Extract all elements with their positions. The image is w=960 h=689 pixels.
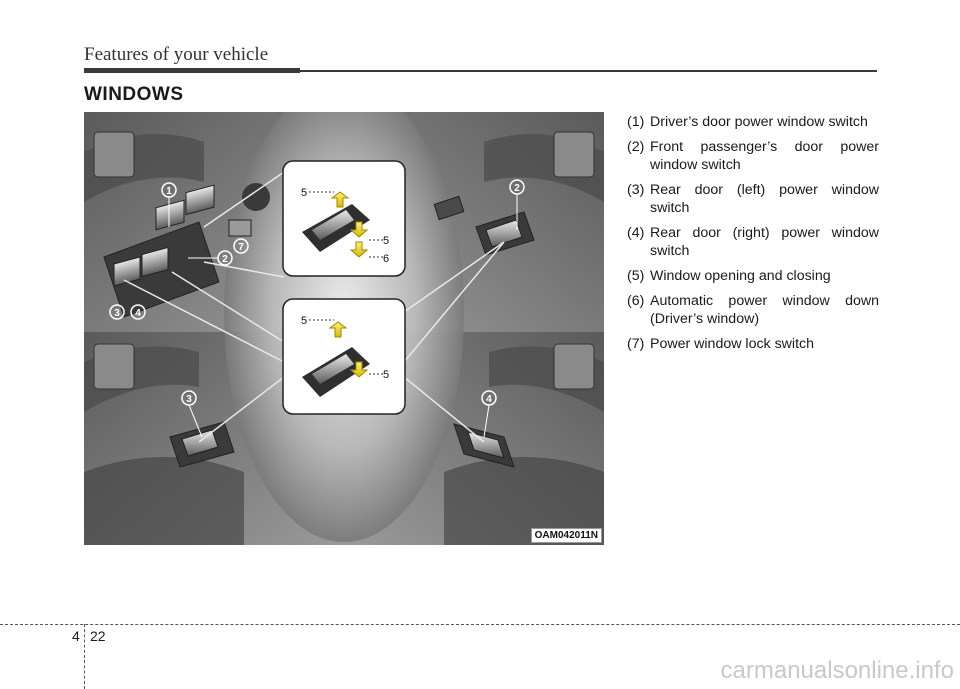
door-panels-drawing: 1 2 7 2 3 4 3 4 5 5 6 5 5	[84, 112, 604, 545]
legend-item: (3) Rear door (left) power window switch	[627, 181, 879, 217]
zoom-label-5b: 5	[383, 235, 389, 247]
legend-num: (3)	[627, 182, 645, 198]
zoom-label-5d: 5	[383, 369, 389, 381]
legend-item: (7) Power window lock switch	[627, 335, 879, 353]
driver-switch-cluster	[103, 183, 270, 318]
legend-text: Automatic power window down (Driver’s wi…	[650, 293, 879, 327]
legend-item: (6) Automatic power window down (Driver’s…	[627, 292, 879, 328]
legend-list: (1) Driver’s door power window switch (2)…	[627, 113, 879, 360]
footer-rule	[0, 624, 960, 625]
legend-text: Front passenger’s door power window swit…	[650, 139, 879, 173]
legend-text: Power window lock switch	[650, 336, 815, 352]
chapter-number: 4	[72, 628, 80, 644]
legend-item: (5) Window opening and closing	[627, 267, 879, 285]
legend-text: Window opening and closing	[650, 268, 831, 284]
legend-text: Rear door (left) power window switch	[650, 182, 879, 216]
callout-3-driver: 3	[114, 308, 120, 319]
callout-2-passenger: 2	[514, 183, 520, 194]
legend-num: (5)	[627, 268, 645, 284]
watermark: carmanualsonline.info	[720, 657, 954, 684]
legend-num: (7)	[627, 336, 645, 352]
legend-text: Driver’s door power window switch	[650, 114, 868, 130]
legend-num: (4)	[627, 225, 645, 241]
page-header-title: Features of your vehicle	[84, 44, 269, 65]
legend-item: (1) Driver’s door power window switch	[627, 113, 879, 131]
legend-num: (2)	[627, 139, 645, 155]
passenger-switch	[433, 195, 535, 256]
zoom-box-driver	[282, 160, 406, 277]
legend-num: (6)	[627, 293, 645, 309]
callout-3-rear: 3	[186, 394, 192, 405]
window-switch-illustration: 1 2 7 2 3 4 3 4 5 5 6 5 5 OAM042011N	[84, 112, 604, 545]
callout-4-rear: 4	[486, 394, 492, 405]
legend-text: Rear door (right) power window switch	[650, 225, 879, 259]
page-number: 22	[90, 628, 106, 644]
figure-code: OAM042011N	[530, 528, 602, 543]
legend-num: (1)	[627, 114, 645, 130]
callout-2-driver: 2	[222, 254, 228, 265]
zoom-label-5a: 5	[301, 187, 307, 199]
callout-7: 7	[238, 242, 244, 253]
callout-1: 1	[166, 186, 172, 197]
section-title: WINDOWS	[84, 84, 184, 105]
legend-item: (2) Front passenger’s door power window s…	[627, 138, 879, 174]
callout-4-driver: 4	[135, 308, 141, 319]
header-rule-thin	[300, 70, 877, 72]
zoom-label-5c: 5	[301, 315, 307, 327]
legend-item: (4) Rear door (right) power window switch	[627, 224, 879, 260]
zoom-box-rear	[282, 298, 406, 415]
header-rule-thick	[84, 68, 300, 73]
footer-divider	[84, 624, 85, 689]
zoom-label-6: 6	[383, 253, 389, 265]
